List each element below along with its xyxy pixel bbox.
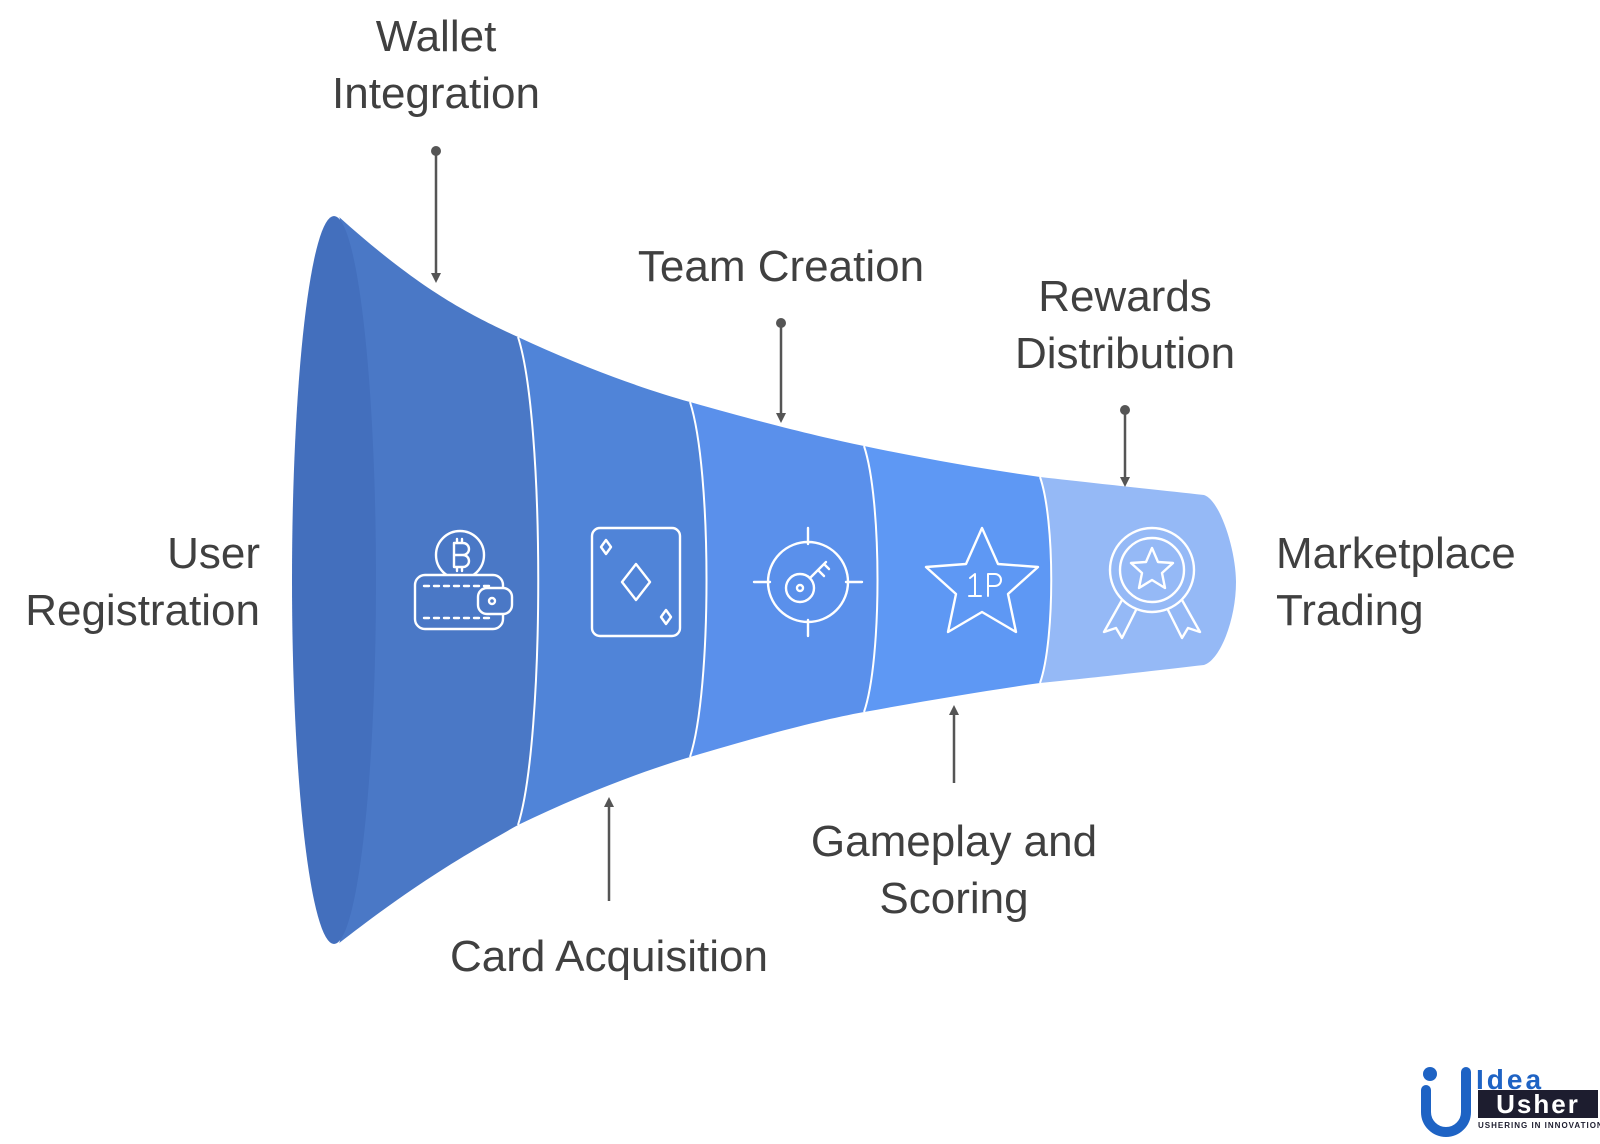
label-line: Team Creation bbox=[637, 242, 925, 291]
label-line: Rewards bbox=[1038, 272, 1212, 321]
logo-u-mark-icon bbox=[1421, 1067, 1471, 1137]
callout-wallet-integration bbox=[431, 146, 441, 283]
funnel-segment-3 bbox=[690, 402, 878, 757]
wallet-bitcoin-icon bbox=[413, 529, 514, 631]
label-team-creation: Team Creation bbox=[596, 238, 966, 295]
logo-tagline: USHERING IN INNOVATION bbox=[1478, 1121, 1600, 1130]
label-marketplace-trading: Marketplace Trading bbox=[1276, 525, 1576, 639]
label-line: Integration bbox=[332, 69, 540, 118]
label-line: User bbox=[167, 529, 260, 578]
callout-lines bbox=[431, 146, 1130, 901]
logo-word-idea: Idea bbox=[1476, 1064, 1545, 1095]
funnel-segment-4 bbox=[864, 446, 1052, 712]
playing-card-icon bbox=[590, 526, 682, 638]
label-gameplay-and-scoring: Gameplay and Scoring bbox=[764, 813, 1144, 927]
award-badge-icon bbox=[1102, 526, 1202, 640]
callout-team-creation bbox=[776, 318, 786, 423]
label-line: Distribution bbox=[1014, 329, 1236, 378]
label-user-registration: User Registration bbox=[0, 525, 260, 639]
star-1p-icon bbox=[924, 526, 1040, 634]
logo-word-usher: Usher bbox=[1478, 1090, 1598, 1118]
funnel-segments bbox=[292, 215, 1236, 945]
label-line: Card Acquisition bbox=[450, 932, 768, 981]
idea-usher-logo: Idea Usher USHERING IN INNOVATION bbox=[1420, 1064, 1600, 1144]
label-line: Trading bbox=[1276, 586, 1424, 635]
label-line: Marketplace bbox=[1276, 529, 1516, 578]
label-card-acquisition: Card Acquisition bbox=[404, 928, 814, 985]
label-line: Scoring bbox=[879, 874, 1029, 923]
funnel-opening bbox=[292, 216, 376, 944]
callout-rewards-distribution bbox=[1120, 405, 1130, 487]
label-line: Gameplay and bbox=[810, 817, 1098, 866]
label-wallet-integration: Wallet Integration bbox=[286, 8, 586, 122]
target-key-icon bbox=[752, 526, 864, 638]
label-line: Registration bbox=[25, 586, 260, 635]
funnel-segment-2 bbox=[518, 337, 707, 825]
funnel-segment-5 bbox=[1040, 477, 1236, 683]
label-line: Wallet bbox=[375, 12, 497, 61]
label-rewards-distribution: Rewards Distribution bbox=[980, 268, 1270, 382]
